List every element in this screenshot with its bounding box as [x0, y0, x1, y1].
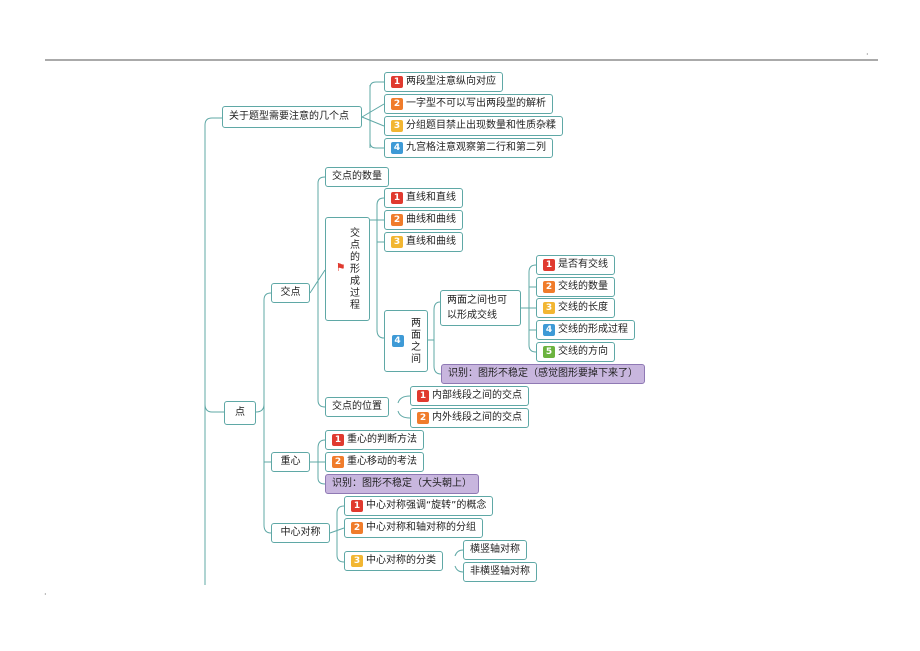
flag-icon: ⚑ [335, 261, 346, 274]
item-label: 交线的形成过程 [558, 324, 628, 335]
line-item[interactable]: 4 交线的形成过程 [536, 320, 635, 340]
priority-2-icon: 2 [391, 214, 403, 226]
jiaodian-node[interactable]: 交点 [271, 283, 310, 303]
root-node[interactable]: 点 [224, 401, 256, 425]
formation-item[interactable]: 3 直线和曲线 [384, 232, 463, 252]
node-label: 交点的位置 [332, 401, 382, 412]
item-label: 是否有交线 [558, 259, 608, 270]
symmetry-item[interactable]: 2 中心对称和轴对称的分组 [344, 518, 483, 538]
priority-1-icon: 1 [332, 434, 344, 446]
topic-node[interactable]: 关于题型需要注意的几个点 [222, 106, 362, 128]
formation-item[interactable]: 1 直线和直线 [384, 188, 463, 208]
symmetry-node[interactable]: 中心对称 [271, 523, 330, 543]
priority-1-icon: 1 [351, 500, 363, 512]
classification-item[interactable]: 非横竖轴对称 [463, 562, 537, 582]
formation-node[interactable]: ⚑ 交点的形成过程 [325, 217, 370, 321]
priority-1-icon: 1 [391, 76, 403, 88]
topic-item[interactable]: 3 分组题目禁止出现数量和性质杂糅 [384, 116, 563, 136]
priority-4-icon: 4 [543, 324, 555, 336]
item-label: 重心的判断方法 [347, 434, 417, 445]
item-label: 直线和直线 [406, 192, 456, 203]
line-item[interactable]: 5 交线的方向 [536, 342, 615, 362]
topic-item[interactable]: 2 一字型不可以写出两段型的解析 [384, 94, 553, 114]
gravity-item[interactable]: 2 重心移动的考法 [325, 452, 424, 472]
priority-2-icon: 2 [332, 456, 344, 468]
priority-5-icon: 5 [543, 346, 555, 358]
line-item[interactable]: 3 交线的长度 [536, 298, 615, 318]
item-label: 内外线段之间的交点 [432, 412, 522, 423]
note-node[interactable]: 识别：图形不稳定（大头朝上） [325, 474, 479, 494]
item-label: 直线和曲线 [406, 236, 456, 247]
priority-1-icon: 1 [391, 192, 403, 204]
item-label: 交线的数量 [558, 281, 608, 292]
item-label: 交线的方向 [558, 346, 608, 357]
item-label: 中心对称强调“旋转”的概念 [366, 500, 487, 511]
priority-2-icon: 2 [543, 281, 555, 293]
gravity-node[interactable]: 重心 [271, 452, 310, 472]
position-item[interactable]: 2 内外线段之间的交点 [410, 408, 529, 428]
priority-3-icon: 3 [543, 302, 555, 314]
item-label: 内部线段之间的交点 [432, 390, 522, 401]
item-label: 中心对称的分类 [366, 555, 436, 566]
line-item[interactable]: 1 是否有交线 [536, 255, 615, 275]
note-label: 识别：图形不稳定（大头朝上） [332, 478, 472, 489]
priority-4-icon: 4 [391, 335, 404, 347]
corner-mark: · [866, 50, 869, 59]
item-label: 非横竖轴对称 [470, 566, 530, 577]
two-planes-node[interactable]: 4 两面之间 [384, 310, 428, 372]
priority-3-icon: 3 [391, 236, 403, 248]
item-label: 一字型不可以写出两段型的解析 [406, 98, 546, 109]
topic-item[interactable]: 1 两段型注意纵向对应 [384, 72, 503, 92]
priority-2-icon: 2 [391, 98, 403, 110]
item-label: 重心移动的考法 [347, 456, 417, 467]
jiaodian-count-node[interactable]: 交点的数量 [325, 167, 389, 187]
line-item[interactable]: 2 交线的数量 [536, 277, 615, 297]
gravity-item[interactable]: 1 重心的判断方法 [325, 430, 424, 450]
priority-1-icon: 1 [417, 390, 429, 402]
item-label: 两段型注意纵向对应 [406, 76, 496, 87]
node-label: 交点 [280, 287, 301, 298]
item-label: 分组题目禁止出现数量和性质杂糅 [406, 120, 556, 131]
item-label: 中心对称和轴对称的分组 [366, 522, 476, 533]
item-label: 横竖轴对称 [470, 544, 520, 555]
item-label: 九宫格注意观察第二行和第二列 [406, 142, 546, 153]
topic-label: 关于题型需要注意的几个点 [229, 111, 349, 122]
priority-4-icon: 4 [391, 142, 403, 154]
node-label: 交点的数量 [332, 171, 382, 182]
item-label: 交线的长度 [558, 302, 608, 313]
node-label: 两面之间 [408, 317, 420, 365]
classification-item[interactable]: 横竖轴对称 [463, 540, 527, 560]
position-item[interactable]: 1 内部线段之间的交点 [410, 386, 529, 406]
root-label: 点 [235, 407, 245, 418]
priority-3-icon: 3 [391, 120, 403, 132]
priority-2-icon: 2 [417, 412, 429, 424]
symmetry-item[interactable]: 3 中心对称的分类 [344, 551, 443, 571]
priority-1-icon: 1 [543, 259, 555, 271]
node-label: 中心对称 [280, 527, 321, 538]
node-label: 重心 [280, 456, 301, 467]
note-label: 识别：图形不稳定（感觉图形要掉下来了） [448, 368, 638, 379]
corner-mark: · [44, 590, 47, 599]
priority-2-icon: 2 [351, 522, 363, 534]
two-planes-sub-node[interactable]: 两面之间也可以形成交线 [440, 290, 521, 326]
note-node[interactable]: 识别：图形不稳定（感觉图形要掉下来了） [441, 364, 645, 384]
topic-item[interactable]: 4 九宫格注意观察第二行和第二列 [384, 138, 553, 158]
item-label: 曲线和曲线 [406, 214, 456, 225]
node-label: 交点的形成过程 [347, 227, 359, 311]
symmetry-item[interactable]: 1 中心对称强调“旋转”的概念 [344, 496, 494, 516]
position-node[interactable]: 交点的位置 [325, 397, 389, 417]
priority-3-icon: 3 [351, 555, 363, 567]
formation-item[interactable]: 2 曲线和曲线 [384, 210, 463, 230]
node-label: 两面之间也可以形成交线 [447, 295, 507, 321]
